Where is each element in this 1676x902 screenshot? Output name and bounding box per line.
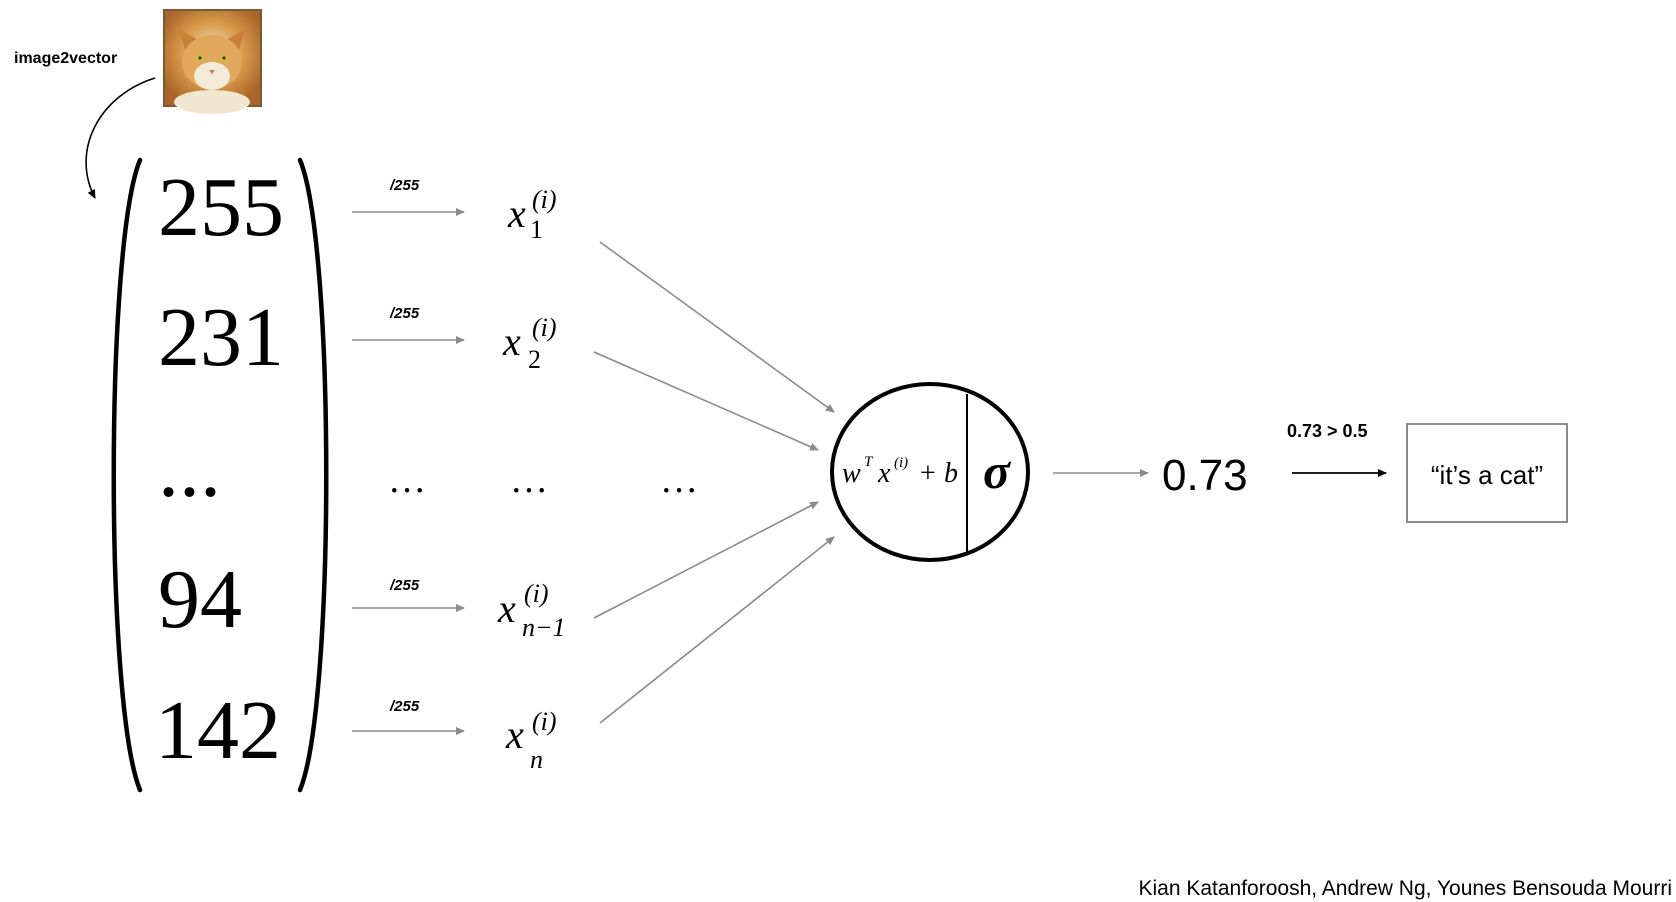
vector-value-94: 94: [158, 553, 242, 646]
vector-right-paren: [297, 157, 329, 793]
feature-x2: x (i) 2: [502, 313, 561, 374]
input-arrow-n: [599, 536, 835, 724]
normalize-label: /255: [389, 177, 420, 194]
normalize-row-n-minus-1: /255: [352, 577, 465, 612]
ellipsis-arrows: …: [388, 459, 426, 501]
input-arrow-2: [593, 351, 819, 451]
vector-value-231: 231: [158, 291, 284, 384]
output-value: 0.73: [1162, 451, 1248, 500]
vector-value-ellipsis: ...: [158, 422, 221, 515]
vector-left-paren: [111, 157, 143, 793]
cat-photo-icon: [163, 9, 262, 114]
image-to-vector-arrow: [85, 77, 156, 199]
ellipsis-features: …: [510, 459, 548, 501]
normalize-row-1: /255: [352, 177, 465, 216]
sigmoid-symbol: σ: [983, 443, 1012, 499]
linear-combination: w T x (i) + b: [842, 453, 958, 489]
normalize-label: /255: [389, 577, 420, 594]
feature-x1: x (i) 1: [507, 185, 561, 244]
neuron: w T x (i) + b σ: [830, 382, 1030, 562]
normalize-row-n: /255: [352, 698, 465, 735]
feature-xn: x (i) n: [505, 707, 561, 774]
vector-value-142: 142: [155, 684, 281, 777]
result-label: “it’s a cat”: [1431, 460, 1543, 490]
feature-x-n-minus-1: x (i) n−1: [497, 579, 566, 642]
input-arrow-1: [599, 241, 835, 413]
image2vector-label: image2vector: [14, 50, 117, 67]
normalize-row-2: /255: [352, 305, 465, 344]
normalize-label: /255: [389, 698, 420, 715]
credits: Kian Katanforoosh, Andrew Ng, Younes Ben…: [1138, 877, 1672, 900]
vector-value-255: 255: [158, 161, 284, 254]
threshold-label: 0.73 > 0.5: [1287, 421, 1368, 441]
input-arrow-n-minus-1: [593, 501, 819, 619]
ellipsis-weights: …: [660, 459, 698, 501]
result-box: “it’s a cat”: [1406, 423, 1568, 523]
normalize-label: /255: [389, 305, 420, 322]
